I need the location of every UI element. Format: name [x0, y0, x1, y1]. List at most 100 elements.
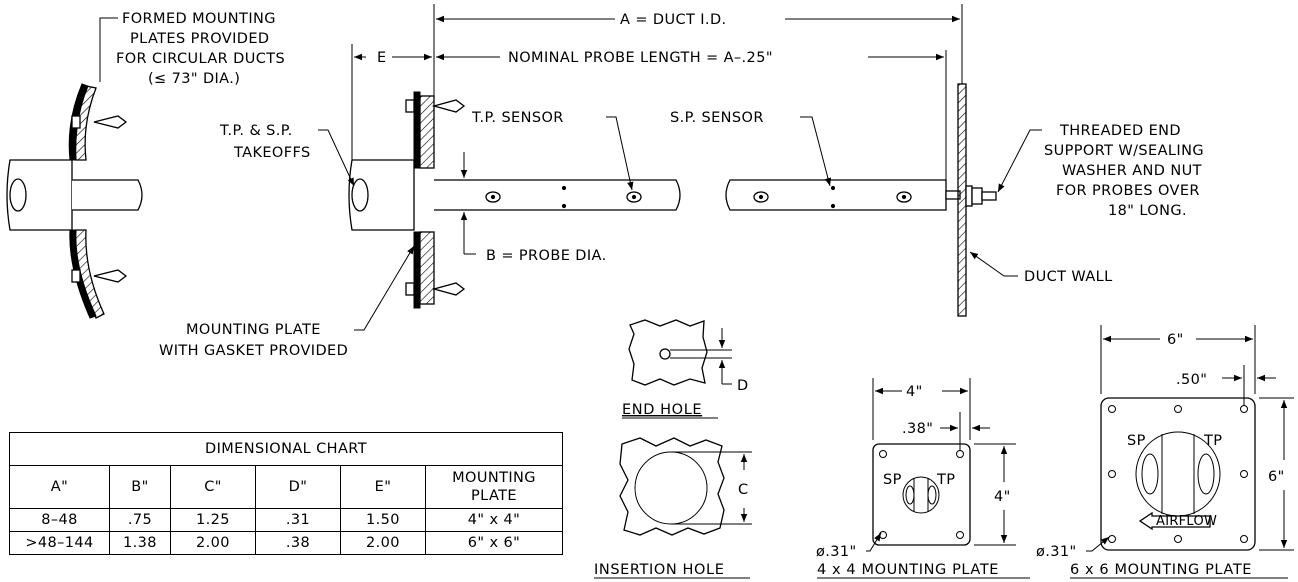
threaded-rod [981, 191, 997, 201]
dim-probe-dia: B = PROBE DIA. [460, 152, 607, 264]
plate-4x4: SP TP 4" .38" 4" ø.31" 4 x 4 MOUNTING PL… [816, 378, 1030, 579]
plate6-sp-label: SP [1127, 433, 1146, 449]
table-cell: 2.00 [170, 531, 256, 555]
threaded-end-callout: THREADED END SUPPORT W/SEALING WASHER AN… [997, 123, 1204, 219]
screw-head [405, 282, 415, 296]
col-header: B" [109, 465, 171, 509]
gasket-upper [68, 83, 89, 161]
washer [965, 185, 973, 207]
screw-upper [431, 99, 466, 113]
duct-id-label: A = DUCT I.D. [620, 12, 727, 28]
table-row: 8–48 .75 1.25 .31 1.50 4" x 4" [9, 508, 563, 532]
plate4-sp-label: SP [883, 472, 902, 488]
table-cell: 2.00 [340, 531, 426, 555]
gasket-lower [413, 231, 421, 309]
sp-sensor-label: S.P. SENSOR [670, 110, 764, 126]
plate6-hole-label: ø.31" [1036, 544, 1077, 560]
duct-wall-callout: DUCT WALL [969, 251, 1113, 285]
screw-lower [431, 282, 466, 296]
plate6-height-label: 6" [1268, 469, 1285, 485]
callout-text: WASHER AND NUT [1062, 163, 1202, 179]
nominal-length-label: NOMINAL PROBE LENGTH = A–.25" [508, 50, 773, 66]
mounting-plate-upper [419, 95, 435, 169]
probe-dia-label: B = PROBE DIA. [486, 248, 607, 264]
tp-sensor-callout: T.P. SENSOR [471, 110, 634, 191]
flat-duct-assembly [348, 83, 997, 317]
dim-nominal-length: E NOMINAL PROBE LENGTH = A–.25" [351, 44, 947, 180]
duct-wall [957, 83, 967, 317]
plate4-width-label: 4" [906, 384, 923, 400]
plate6-tp-label: TP [1203, 433, 1222, 449]
probe-segment [725, 179, 947, 211]
callout-text: SUPPORT W/SEALING [1044, 143, 1204, 159]
mounting-plate-lower [419, 231, 435, 305]
callout-text: PLATES PROVIDED [130, 31, 269, 47]
callout-text: (≤ 73" DIA.) [148, 71, 240, 87]
plate6-offset-label: .50" [1176, 372, 1207, 388]
plate4-caption: 4 x 4 MOUNTING PLATE [817, 562, 999, 578]
table-cell: 4" x 4" [425, 508, 563, 532]
gasket-upper [413, 91, 421, 169]
table-cell: .31 [255, 508, 341, 532]
probe-segment [434, 179, 681, 211]
table-cell: 1.50 [340, 508, 426, 532]
screw-head [405, 99, 415, 113]
callout-text: T.P. & S.P. [219, 123, 293, 139]
callout-text: 18" LONG. [1108, 203, 1187, 219]
callout-text: FOR CIRCULAR DUCTS [116, 51, 285, 67]
callout-text: FOR PROBES OVER [1056, 183, 1200, 199]
plate4-offset-label: .38" [902, 421, 933, 437]
plate-6x6: SP TP AIRFLOW 6" .50" 6" ø.31" 6 x 6 MOU… [1036, 325, 1294, 579]
screw-lower [93, 269, 128, 283]
screw-head [71, 269, 81, 283]
table-header-row: A" B" C" D" E" MOUNTING PLATE [9, 465, 563, 509]
callout-text: TAKEOFFS [233, 145, 311, 161]
chart-title: DIMENSIONAL CHART [9, 432, 563, 466]
plate4-hole-label: ø.31" [816, 544, 857, 560]
callout-text: MOUNTING PLATE [186, 322, 321, 338]
formed-plates-callout: FORMED MOUNTING PLATES PROVIDED FOR CIRC… [99, 11, 285, 87]
end-hole-caption: END HOLE [622, 402, 702, 418]
table-cell: 1.25 [170, 508, 256, 532]
airflow-arrow-icon [1138, 511, 1211, 531]
sp-sensor-callout: S.P. SENSOR [670, 110, 832, 187]
nut [971, 187, 983, 205]
mounting-plate-callout: MOUNTING PLATE WITH GASKET PROVIDED [159, 245, 415, 359]
table-row: >48–144 1.38 2.00 .38 2.00 6" x 6" [9, 531, 563, 555]
col-header: D" [255, 465, 341, 509]
plate4-tp-label: TP [936, 472, 955, 488]
screw-upper [93, 115, 128, 129]
table-cell: 1.38 [109, 531, 171, 555]
dim-d-label: D [737, 378, 749, 394]
callout-text: THREADED END [1059, 123, 1181, 139]
duct-wall-label: DUCT WALL [1024, 269, 1113, 285]
table-cell: 6" x 6" [425, 531, 563, 555]
takeoffs-callout: T.P. & S.P. TAKEOFFS [219, 123, 355, 187]
circular-duct-assembly [6, 83, 143, 319]
insertion-hole-detail: C INSERTION HOLE [594, 437, 752, 579]
takeoff-port [9, 178, 27, 212]
airflow-label: AIRFLOW [1156, 514, 1217, 529]
sensor-holes [485, 185, 912, 209]
plate6-caption: 6 x 6 MOUNTING PLATE [1070, 562, 1252, 578]
plate4-height-label: 4" [994, 489, 1011, 505]
col-header: MOUNTING PLATE [425, 465, 563, 509]
dimensional-chart: DIMENSIONAL CHART A" B" C" D" E" MOUNTIN… [9, 432, 563, 555]
gasket-lower [69, 229, 97, 319]
table-cell: >48–144 [9, 531, 110, 555]
probe-stub [72, 179, 143, 211]
table-cell: .38 [255, 531, 341, 555]
takeoff-port [351, 178, 369, 212]
col-header: E" [340, 465, 426, 509]
col-header: C" [170, 465, 256, 509]
tp-sensor-label: T.P. SENSOR [471, 110, 564, 126]
end-hole-detail: D END HOLE [622, 319, 749, 419]
callout-text: FORMED MOUNTING [122, 11, 276, 27]
table-cell: .75 [109, 508, 171, 532]
dim-c-label: C [738, 482, 749, 498]
screw-head [71, 115, 81, 129]
dim-e-label: E [377, 50, 387, 66]
dim-duct-id: A = DUCT I.D. [433, 4, 963, 96]
insertion-hole-caption: INSERTION HOLE [594, 562, 724, 578]
